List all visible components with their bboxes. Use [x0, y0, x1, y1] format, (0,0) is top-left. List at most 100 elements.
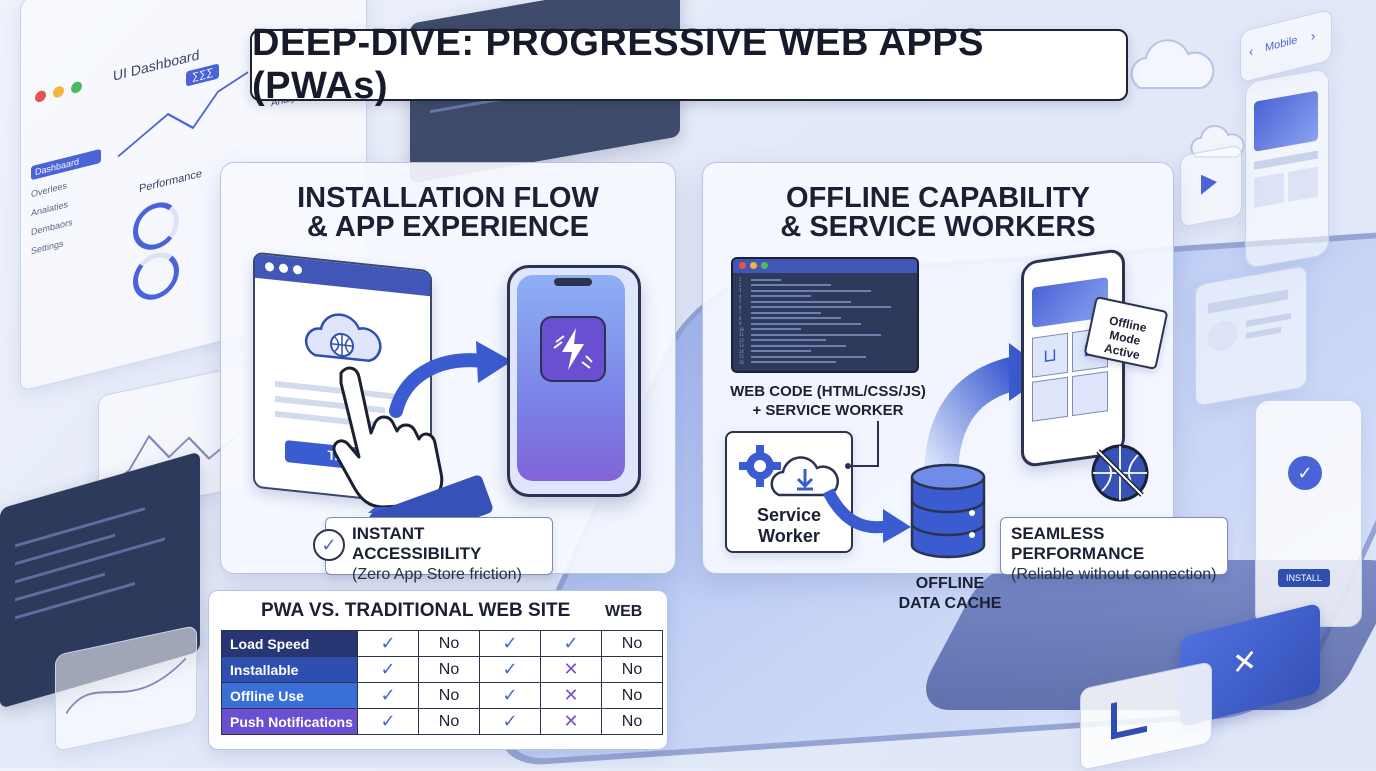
window-dot-green — [71, 80, 82, 95]
table-cell: No — [601, 708, 663, 735]
code-line-content — [751, 300, 851, 303]
cross-icon: ✕ — [540, 682, 602, 709]
code-line-number: 9 — [739, 321, 742, 327]
installation-title-line1: INSTALLATION FLOW — [297, 182, 599, 214]
dashboard-ring-chart-2 — [133, 247, 179, 305]
table-cell: No — [601, 682, 663, 709]
code-line-content — [751, 350, 811, 353]
background-play-card — [1180, 144, 1242, 228]
code-line: 6 — [739, 305, 891, 311]
service-worker-label-line1: Service — [756, 505, 822, 525]
code-line-content — [751, 339, 826, 342]
cart-icon-1: ⊔ — [1032, 332, 1068, 378]
table-row-label: Offline Use — [221, 682, 358, 709]
table-cell: No — [418, 708, 480, 735]
code-line: 13 — [739, 343, 891, 349]
lightning-icon — [553, 328, 593, 370]
background-wave-card — [55, 624, 197, 753]
instant-accessibility-callout: INSTANT ACCESSIBILITY (Zero App Store fr… — [325, 517, 553, 583]
code-line-number: 5 — [739, 299, 742, 305]
offline-cache-label-line2: DATA CACHE — [898, 595, 1002, 612]
code-line-number: 11 — [739, 332, 744, 338]
installation-panel: INSTALLATION FLOW & APP EXPERIENCE TAP I… — [220, 162, 676, 583]
seamless-performance-callout: SEAMLESS PERFORMANCE (Reliable without c… — [1000, 517, 1228, 583]
check-icon: ✓ — [479, 630, 541, 657]
performance-label: Performance — [139, 167, 202, 196]
table-cell: No — [601, 656, 663, 683]
cloud-icon — [1130, 39, 1215, 89]
phone-mockup — [507, 265, 641, 497]
check-icon: ✓ — [357, 656, 419, 683]
pwa-app-icon[interactable] — [540, 316, 606, 382]
code-line-number: 16 — [739, 359, 744, 365]
chevron-left-icon: ‹ — [1249, 43, 1254, 60]
comparison-web-header: WEB — [605, 603, 643, 620]
table-row: Push Notifications✓No✓✕No — [221, 708, 663, 735]
offline-title-line1: OFFLINE CAPABILITY — [786, 182, 1090, 214]
background-dashboard-window: UI Dashboard ∑∑∑ Dashbaard Overlees Anal… — [20, 0, 367, 392]
comparison-title: PWA VS. TRADITIONAL WEB SITE — [261, 600, 571, 621]
installation-title-line2: & APP EXPERIENCE — [306, 211, 590, 243]
code-line-content — [751, 306, 891, 309]
cloud-globe-icon — [304, 313, 382, 363]
code-line-content — [751, 295, 811, 298]
check-icon: ✓ — [479, 708, 541, 735]
cache-arrow-icon — [823, 488, 911, 543]
code-line: 11 — [739, 332, 891, 338]
code-line: 15 — [739, 354, 891, 360]
page-title-box: DEEP-DIVE: PROGRESSIVE WEB APPS (PWAs) — [250, 22, 1128, 107]
code-line: 8 — [739, 316, 891, 322]
code-line: 7 — [739, 310, 891, 316]
code-line-number: 12 — [739, 337, 744, 343]
table-row: Installable✓No✓✕No — [221, 656, 663, 683]
window-dot-red — [35, 89, 46, 104]
code-line: 10 — [739, 327, 891, 333]
service-worker-label-line2: Worker — [758, 526, 820, 546]
install-arrow-icon — [389, 341, 512, 418]
code-line: 14 — [739, 349, 891, 355]
code-line-number: 15 — [739, 354, 744, 360]
dashboard-line-chart — [117, 71, 249, 158]
table-cell: No — [418, 682, 480, 709]
code-line-number: 4 — [739, 293, 742, 299]
table-row: Load Speed✓No✓✓No — [221, 630, 663, 657]
background-layout-card — [1195, 265, 1307, 407]
install-button: INSTALL — [1278, 569, 1330, 587]
cross-icon: ✕ — [540, 656, 602, 683]
code-line: 1 — [739, 277, 891, 283]
instant-accessibility-sub: (Zero App Store friction) — [352, 566, 522, 583]
code-line-number: 3 — [739, 288, 742, 294]
code-line: 16 — [739, 360, 891, 366]
cloud-download-icon — [770, 456, 839, 497]
check-circle-icon: ✓ — [1288, 456, 1322, 490]
code-line-content — [751, 361, 836, 364]
check-icon: ✓ — [540, 630, 602, 657]
code-line-number: 14 — [739, 348, 744, 354]
table-row-label: Installable — [221, 656, 358, 683]
table-row: Offline Use✓No✓✕No — [221, 682, 663, 709]
play-icon — [1201, 171, 1217, 195]
check-icon: ✓ — [357, 708, 419, 735]
check-icon: ✓ — [479, 682, 541, 709]
code-line-content — [751, 289, 871, 292]
gear-icon — [739, 445, 781, 487]
table-row-label: Load Speed — [221, 630, 358, 657]
check-icon: ✓ — [479, 656, 541, 683]
code-line-number: 8 — [739, 315, 742, 321]
connector-line — [845, 421, 879, 469]
no-connection-globe-icon — [1091, 444, 1149, 502]
offline-cache-label-line1: OFFLINE — [915, 575, 985, 592]
code-line-number: 13 — [739, 343, 744, 349]
window-dot-yellow — [53, 85, 64, 99]
bracket-icon — [1111, 695, 1147, 740]
check-icon: ✓ — [357, 682, 419, 709]
table-cell: No — [601, 630, 663, 657]
cross-icon: ✕ — [540, 708, 602, 735]
code-line-content — [751, 344, 846, 347]
background-mobile-device — [1245, 67, 1329, 270]
instant-accessibility-title: INSTANT ACCESSIBILITY — [352, 524, 482, 563]
